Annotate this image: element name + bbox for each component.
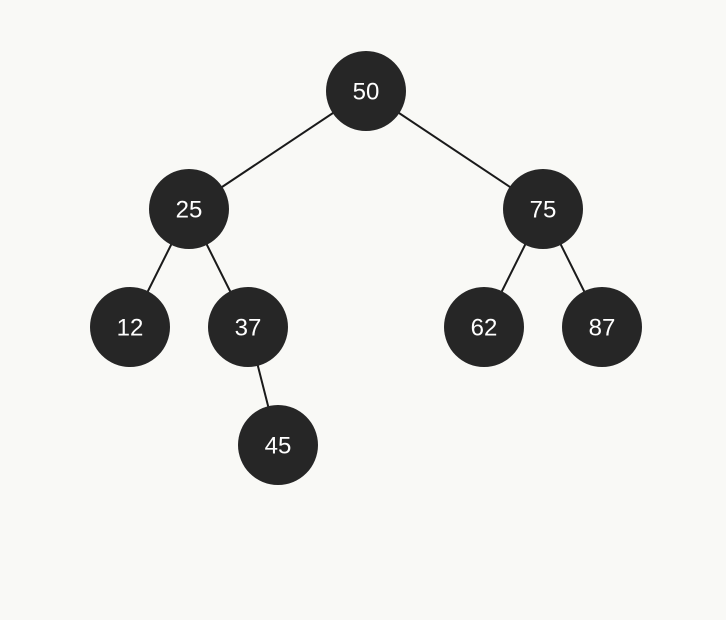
node-circle <box>326 51 406 131</box>
tree-node-45: 45 <box>238 405 318 485</box>
tree-node-62: 62 <box>444 287 524 367</box>
tree-node-75: 75 <box>503 169 583 249</box>
tree-node-87: 87 <box>562 287 642 367</box>
node-label: 25 <box>176 197 203 224</box>
node-circle <box>149 169 229 249</box>
node-circle <box>562 287 642 367</box>
tree-node-25: 25 <box>149 169 229 249</box>
node-label: 75 <box>530 197 557 224</box>
tree-node-50: 50 <box>326 51 406 131</box>
node-label: 50 <box>353 79 380 106</box>
node-circle <box>208 287 288 367</box>
node-label: 62 <box>471 315 498 342</box>
node-circle <box>503 169 583 249</box>
node-label: 37 <box>235 315 262 342</box>
nodes-layer: 50 25 75 12 37 62 87 45 <box>90 51 642 485</box>
tree-node-37: 37 <box>208 287 288 367</box>
tree-node-12: 12 <box>90 287 170 367</box>
node-circle <box>238 405 318 485</box>
node-label: 45 <box>265 433 292 460</box>
node-label: 12 <box>117 315 144 342</box>
node-circle <box>90 287 170 367</box>
node-circle <box>444 287 524 367</box>
node-label: 87 <box>589 315 616 342</box>
